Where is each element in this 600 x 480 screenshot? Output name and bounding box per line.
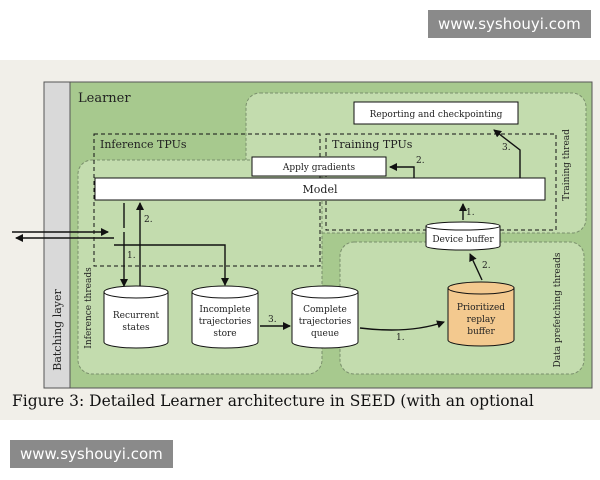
reporting-box <box>353 101 519 125</box>
device-buffer-box <box>425 225 501 251</box>
replay-buffer-cylinder: Prioritized replay buffer <box>447 281 515 347</box>
replay-buffer-line1: Prioritized <box>457 303 505 313</box>
complete-queue-line2: trajectories <box>299 317 352 327</box>
batching-layer-box <box>43 81 71 389</box>
watermark-top: www.syshouyi.com <box>428 10 591 38</box>
step-db1: 1. <box>466 208 475 218</box>
step-ag2: 2. <box>416 156 425 166</box>
recurrent-states-line2: states <box>122 323 150 333</box>
apply-gradients-box <box>251 156 387 177</box>
step-inf1: 1. <box>127 251 136 261</box>
complete-queue-line1: Complete <box>303 305 347 315</box>
complete-queue-cylinder: Complete trajectories queue <box>291 285 359 349</box>
diagram: Batching layer Learner Training thread I… <box>12 81 593 389</box>
training-tpus-label: Training TPUs <box>332 138 413 151</box>
learner-label: Learner <box>78 91 131 106</box>
training-thread-label: Training thread <box>562 129 572 201</box>
incomplete-store-line3: store <box>213 329 236 339</box>
step-rb2: 2. <box>482 261 491 271</box>
complete-queue-line3: queue <box>311 329 339 339</box>
model-label: Model <box>303 183 338 196</box>
replay-buffer-line2: replay <box>467 315 497 325</box>
apply-gradients-label: Apply gradients <box>282 163 356 173</box>
step-inf2: 2. <box>144 215 153 225</box>
step-rp3: 3. <box>502 143 511 153</box>
inference-tpus-label: Inference TPUs <box>100 138 187 151</box>
step-q1: 1. <box>396 333 405 343</box>
device-buffer-top <box>425 221 501 231</box>
recurrent-states-cylinder: Recurrent states <box>103 285 169 349</box>
replay-buffer-line3: buffer <box>467 327 495 337</box>
prefetch-threads-label: Data prefetching threads <box>553 252 563 367</box>
inference-threads-label: Inference threads <box>84 267 94 349</box>
batching-layer-label: Batching layer <box>51 289 64 371</box>
incomplete-store-cylinder: Incomplete trajectories store <box>191 285 259 349</box>
inference-tpus-box <box>93 133 321 267</box>
reporting-label: Reporting and checkpointing <box>370 110 503 120</box>
incomplete-store-line1: Incomplete <box>199 305 250 315</box>
figure-caption: Figure 3: Detailed Learner architecture … <box>12 392 534 410</box>
step-s3: 3. <box>268 315 277 325</box>
watermark-bottom: www.syshouyi.com <box>10 440 173 468</box>
device-buffer-label: Device buffer <box>432 235 494 245</box>
model-box <box>94 177 546 201</box>
recurrent-states-line1: Recurrent <box>113 311 160 321</box>
incomplete-store-line2: trajectories <box>199 317 252 327</box>
arrows <box>12 129 521 331</box>
